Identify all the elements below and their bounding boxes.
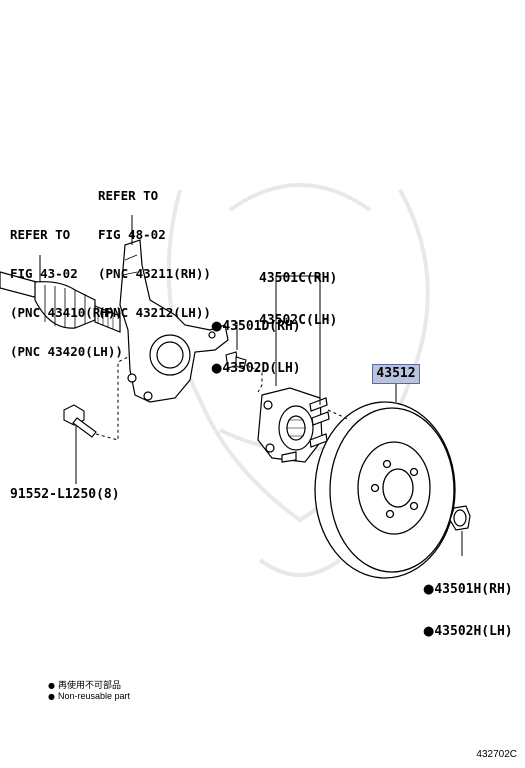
- hub-nut: [449, 505, 471, 531]
- hub-bracket: [275, 275, 321, 405]
- nut-part-lh: 43502H(LH): [434, 624, 513, 639]
- knuckle-bolt-part-label[interactable]: 91552-L1250(8): [10, 487, 120, 502]
- disc-rotor: [314, 401, 456, 579]
- knuckle-refer-line-4: (PNC 43212(LH)): [98, 305, 211, 320]
- hub-part-rh: 43501C(RH): [259, 271, 338, 286]
- shaft-refer-line-4: (PNC 43420(LH)): [10, 344, 123, 359]
- non-reusable-marker: ●: [211, 319, 223, 334]
- hub-bolt-part-lh: 43502D(LH): [222, 361, 301, 376]
- legend-en: ●Non-reusable part: [48, 691, 130, 702]
- non-reusable-marker: ●: [423, 582, 435, 597]
- legend-en-text: Non-reusable part: [57, 691, 131, 701]
- knuckle-refer-line-2: FIG 48-02: [98, 227, 166, 242]
- hub-bolt: [225, 351, 247, 370]
- knuckle-refer-label[interactable]: REFER TO FIG 48-02 (PNC 43211(RH)) (PNC …: [98, 163, 211, 332]
- rotor-part-label-highlighted[interactable]: 43512: [372, 364, 420, 384]
- shaft-refer-line-3: (PNC 43410(RH)): [10, 305, 123, 320]
- bolt-dashed-line: [95, 355, 131, 441]
- legend-marker: ●: [48, 681, 55, 690]
- shaft-refer-line-2: FIG 43-02: [10, 266, 78, 281]
- nut-part-label[interactable]: ●43501H(RH) ●43502H(LH): [423, 555, 513, 653]
- knuckle-refer-line-1: REFER TO: [98, 188, 159, 203]
- figure-code: 432702C: [476, 749, 517, 760]
- hub-bolt-dashed-line: [245, 364, 263, 393]
- legend-marker: ●: [48, 692, 55, 701]
- hub-bolt-part-rh: 43501D(RH): [222, 319, 301, 334]
- nut-part-rh: 43501H(RH): [434, 582, 513, 597]
- drive-shaft: [0, 271, 121, 333]
- hub-to-rotor-dashed: [327, 409, 351, 421]
- steering-knuckle: [119, 239, 229, 403]
- hub-part-label[interactable]: 43501C(RH) 43502C(LH): [259, 244, 337, 342]
- shaft-refer-line-1: REFER TO: [10, 227, 71, 242]
- non-reusable-marker: ●: [211, 361, 223, 376]
- legend-jp: ●再使用不可部品: [48, 680, 121, 691]
- legend-jp-text: 再使用不可部品: [57, 680, 121, 690]
- knuckle-bolt: [63, 404, 97, 438]
- hub-part-lh: 43502C(LH): [259, 313, 338, 328]
- knuckle-refer-line-3: (PNC 43211(RH)): [98, 266, 211, 281]
- hub-bolt-part-label[interactable]: ●43501D(RH) ●43502D(LH): [211, 292, 301, 390]
- shaft-refer-label[interactable]: REFER TO FIG 43-02 (PNC 43410(RH)) (PNC …: [10, 202, 123, 371]
- hub-bearing: [257, 387, 330, 463]
- non-reusable-marker: ●: [423, 624, 435, 639]
